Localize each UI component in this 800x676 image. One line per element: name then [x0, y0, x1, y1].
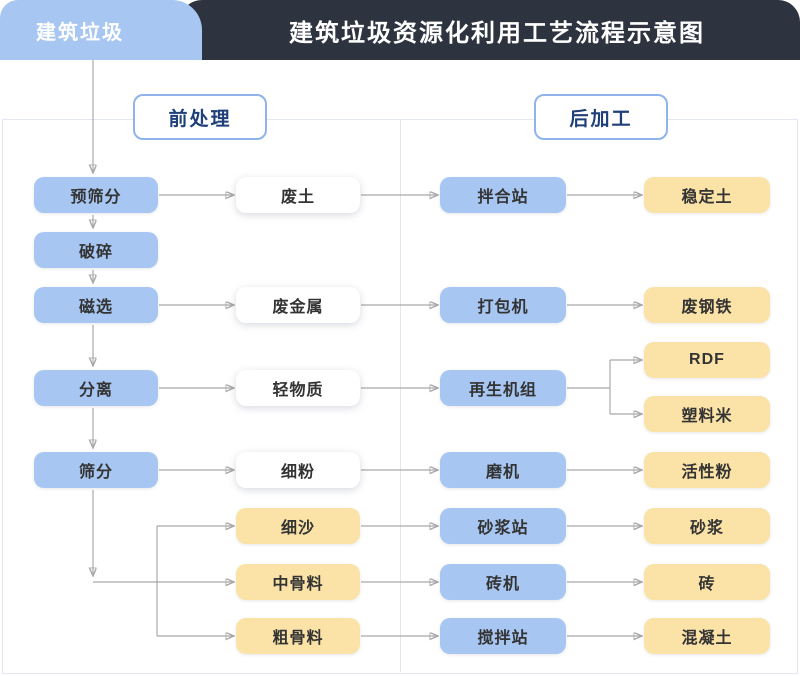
regeneration-branch-lines [567, 360, 642, 414]
col3-to-col4-lines [567, 195, 642, 636]
source-tab-label: 建筑垃圾 [36, 21, 124, 44]
node-crushing: 破碎 [34, 232, 158, 268]
node-concrete-mixing-plant: 搅拌站 [440, 618, 566, 654]
node-brick: 砖 [644, 564, 770, 600]
node-plastic-pellets: 塑料米 [644, 396, 770, 432]
node-mortar: 砂浆 [644, 508, 770, 544]
node-coarse-aggregate: 粗骨料 [236, 618, 360, 654]
node-brick-machine: 砖机 [440, 564, 566, 600]
node-waste-metal: 废金属 [236, 287, 360, 323]
column-divider [400, 119, 401, 672]
source-tab-construction-waste: 建筑垃圾 [0, 0, 202, 60]
node-waste-soil: 废土 [236, 177, 360, 213]
node-screening: 筛分 [34, 452, 158, 488]
node-separation: 分离 [34, 370, 158, 406]
col1-to-col2-lines [159, 195, 234, 470]
node-rdf: RDF [644, 342, 770, 378]
node-magnetic-separation: 磁选 [34, 287, 158, 323]
node-mill: 磨机 [440, 452, 566, 488]
node-fine-powder: 细粉 [236, 452, 360, 488]
page-title: 建筑垃圾资源化利用工艺流程示意图 [289, 19, 705, 47]
node-fine-sand: 细沙 [236, 508, 360, 544]
node-regeneration-unit: 再生机组 [440, 370, 566, 406]
aggregate-branch-lines [93, 526, 234, 636]
node-mortar-plant: 砂浆站 [440, 508, 566, 544]
col2-to-col3-lines [361, 195, 438, 636]
node-concrete: 混凝土 [644, 618, 770, 654]
section-header-pre-processing: 前处理 [133, 94, 267, 140]
node-active-powder: 活性粉 [644, 452, 770, 488]
node-scrap-steel: 废钢铁 [644, 287, 770, 323]
section-header-post-processing: 后加工 [534, 94, 668, 140]
node-light-material: 轻物质 [236, 370, 360, 406]
header-bar: 建筑垃圾资源化利用工艺流程示意图 [180, 0, 800, 60]
node-pre-screening: 预筛分 [34, 177, 158, 213]
node-mixing-plant: 拌合站 [440, 177, 566, 213]
node-baler: 打包机 [440, 287, 566, 323]
node-stabilized-soil: 稳定土 [644, 177, 770, 213]
node-medium-aggregate: 中骨料 [236, 564, 360, 600]
